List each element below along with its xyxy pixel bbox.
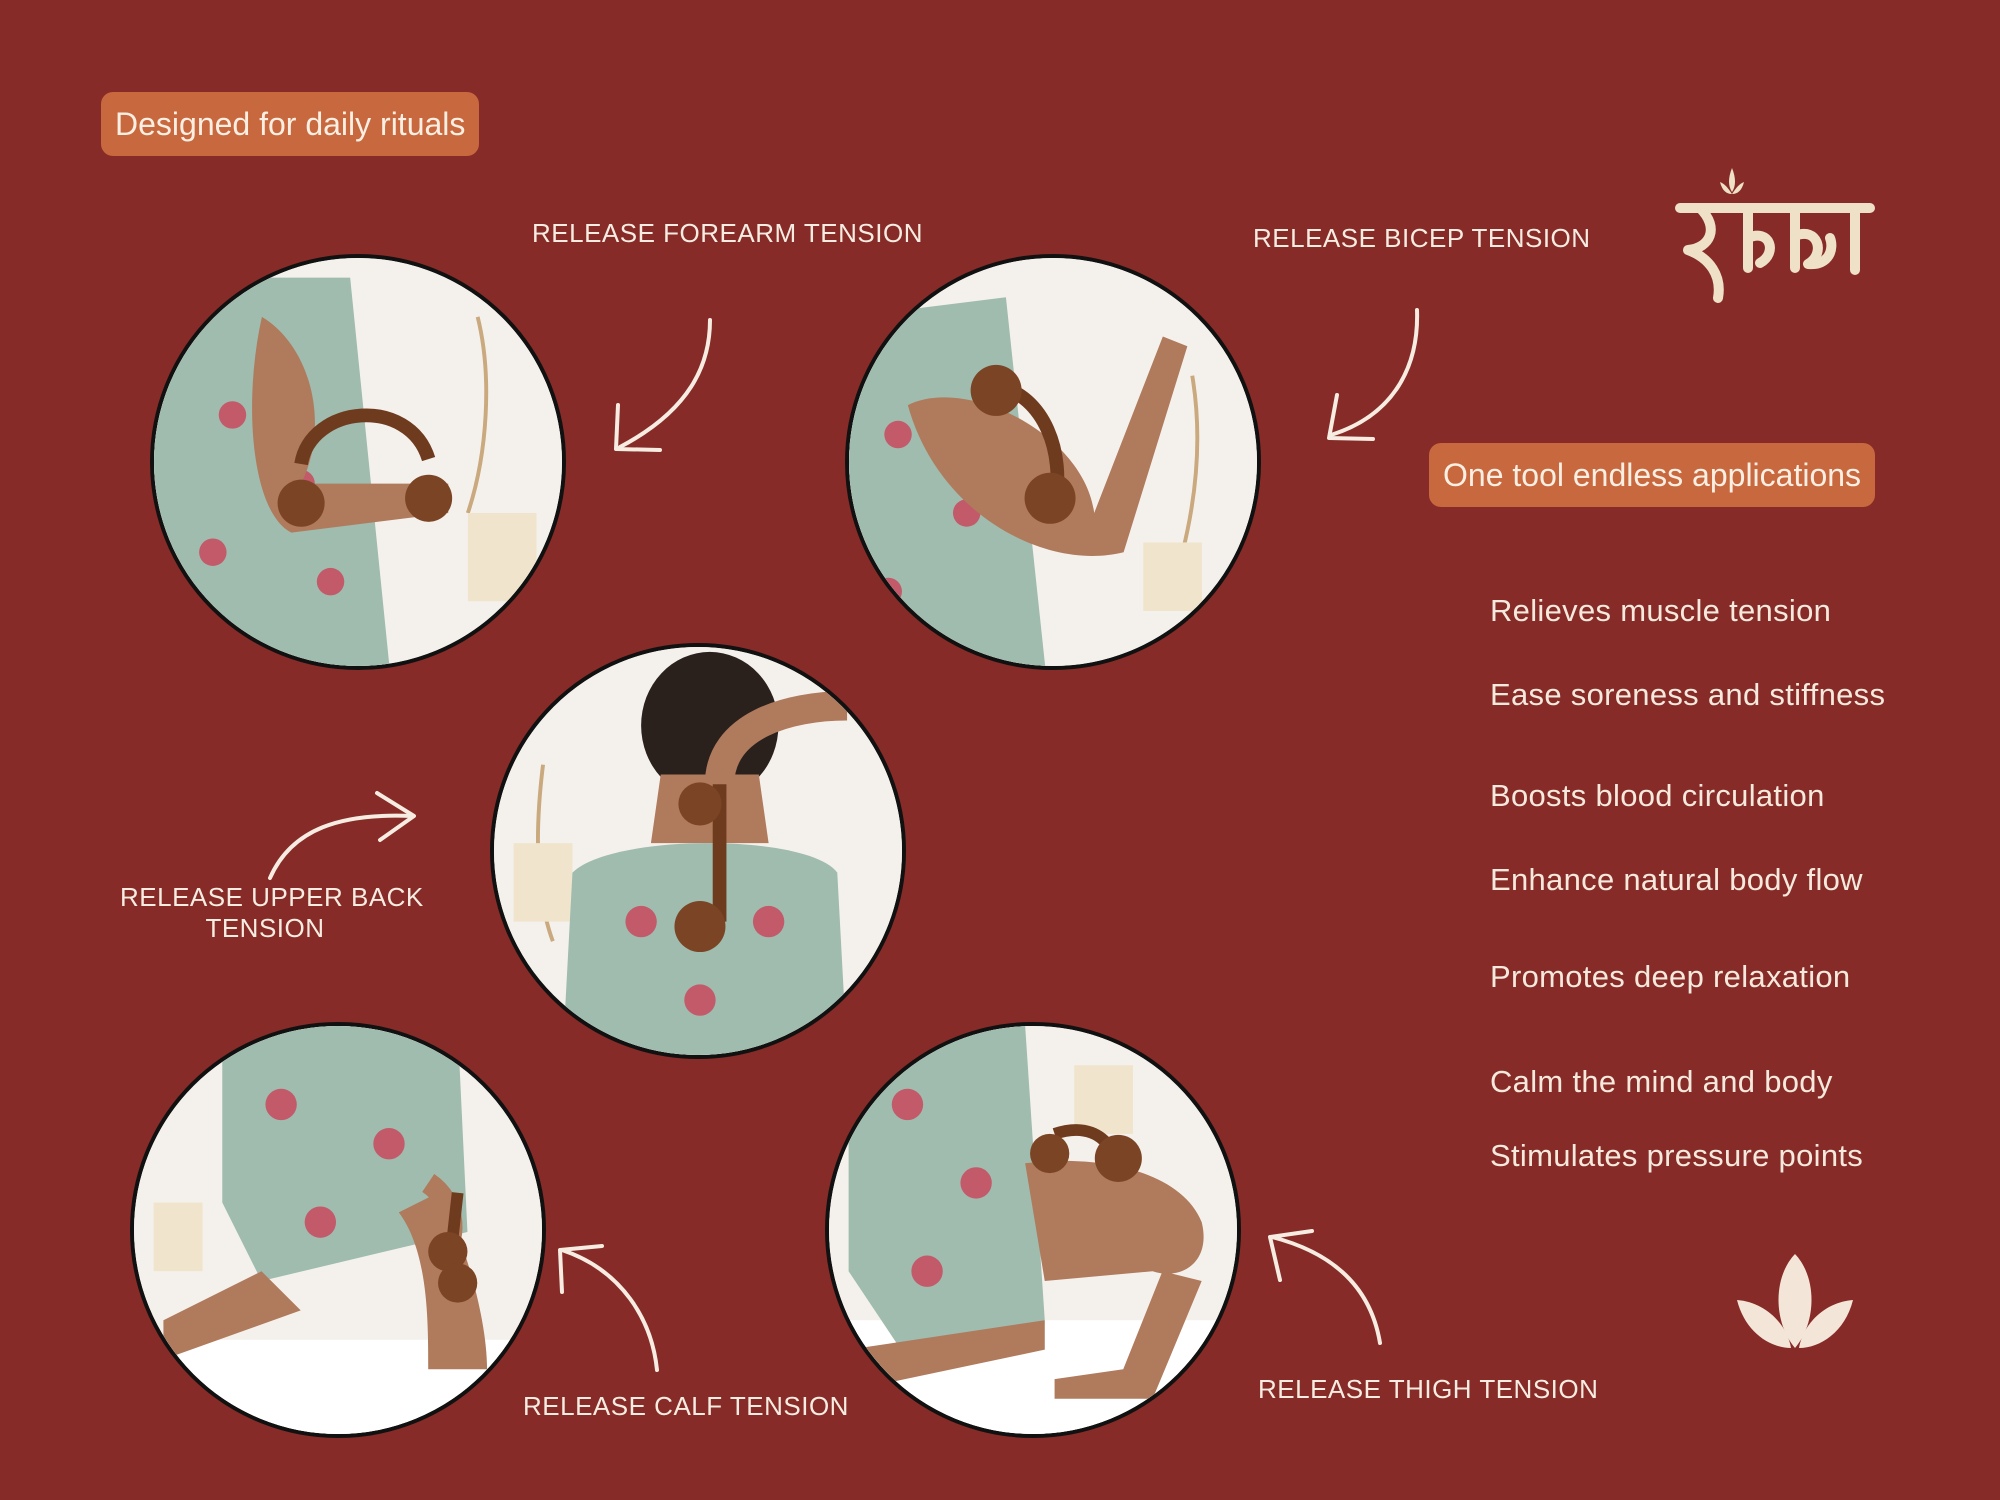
upper-back-label-line2: TENSION	[205, 913, 325, 943]
lotus-leaf-icon	[1737, 1254, 1853, 1348]
forearm-label: RELEASE FOREARM TENSION	[532, 218, 923, 248]
upper-back-arrow-icon	[268, 791, 416, 880]
upper-back-label: RELEASE UPPER BACK TENSION	[120, 882, 424, 944]
benefit-item: Relieves muscle tension	[1490, 593, 1832, 628]
thigh-photo	[825, 1022, 1241, 1438]
bicep-label: RELEASE BICEP TENSION	[1253, 223, 1591, 253]
bicep-photo	[845, 254, 1261, 670]
bicep-arrow-icon	[1327, 308, 1420, 441]
upper-back-photo	[490, 643, 906, 1059]
forearm-arrow-icon	[614, 318, 712, 452]
thigh-label: RELEASE THIGH TENSION	[1258, 1374, 1599, 1404]
applications-badge: One tool endless applications	[1429, 443, 1876, 507]
calf-photo	[130, 1022, 546, 1438]
forearm-photo	[150, 254, 566, 670]
benefit-item: Enhance natural body flow	[1490, 862, 1863, 897]
benefit-item: Ease soreness and stiffness	[1490, 677, 1886, 712]
benefit-item: Boosts blood circulation	[1490, 778, 1825, 813]
calf-label: RELEASE CALF TENSION	[523, 1391, 849, 1421]
brand-logo	[1670, 158, 1880, 308]
thigh-arrow-icon	[1268, 1229, 1382, 1345]
benefit-item: Stimulates pressure points	[1490, 1138, 1864, 1173]
calf-arrow-icon	[558, 1244, 659, 1372]
upper-back-label-line1: RELEASE UPPER BACK	[120, 882, 424, 912]
benefit-item: Promotes deep relaxation	[1490, 959, 1851, 994]
benefit-item: Calm the mind and body	[1490, 1064, 1833, 1099]
daily-rituals-badge: Designed for daily rituals	[101, 92, 480, 156]
